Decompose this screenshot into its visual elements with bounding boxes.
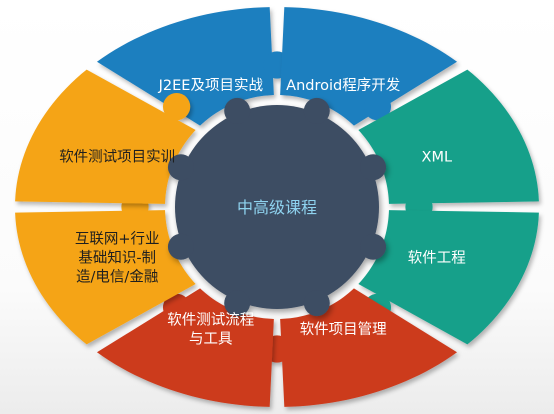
segment-label-line: J2EE及项目实战 [158,77,264,94]
segment-shape-android [280,7,458,126]
segment-label-line: 软件测试项目实训 [59,149,175,166]
segment-label-line: 软件测试流程 [167,312,254,329]
segment-shape-j2ee [96,7,274,126]
hub-bump [167,154,194,181]
segment-shape-industry [15,210,196,345]
segment-label-line: 软件工程 [408,250,466,267]
segment-label-line: 基础知识-制 [78,250,156,267]
segment-test-train [15,69,196,204]
segment-android [280,7,458,126]
segment-label-line: 互联网+行业 [75,231,160,248]
segment-label-line: Android程序开发 [286,77,400,94]
segment-test-flow [96,288,274,407]
segment-shape-xml [358,69,539,204]
segment-label-test-flow: 软件测试流程与工具 [167,312,254,348]
segment-label-line: 与工具 [189,331,233,348]
segment-label-xml: XML [422,150,453,166]
hub-bump [303,97,330,124]
segment-label-line: 软件项目管理 [300,321,387,338]
segments-layer [15,7,539,407]
segment-shape-test-train [15,69,196,204]
segment-label-line: XML [422,150,453,166]
segment-label-pm: 软件项目管理 [300,321,387,338]
segment-label-j2ee: J2EE及项目实战 [158,77,264,94]
hub-bump [224,290,251,317]
puzzle-lobe-test-train [162,92,191,121]
segment-shape-test-flow [96,288,274,407]
puzzle-lobe-android [363,92,392,121]
segment-label-test-train: 软件测试项目实训 [59,149,175,166]
segment-label-industry: 互联网+行业基础知识-制造/电信/金融 [75,231,160,286]
hub-circle [175,105,379,309]
segment-label-se: 软件工程 [408,250,466,267]
segment-label-android: Android程序开发 [286,77,400,94]
hub-bump [360,154,387,181]
hub-label: 中高级课程 [237,198,317,217]
hub [167,97,387,317]
segment-shape-pm [280,288,458,407]
puzzle-lobe-test-flow [162,293,191,322]
hub-bump [360,233,387,260]
segment-shape-se [358,210,539,345]
hub-layer [167,97,387,317]
hub-bump [167,233,194,260]
hub-bump [224,97,251,124]
segment-label-line: 造/电信/金融 [76,269,158,286]
hub-bump [303,290,330,317]
